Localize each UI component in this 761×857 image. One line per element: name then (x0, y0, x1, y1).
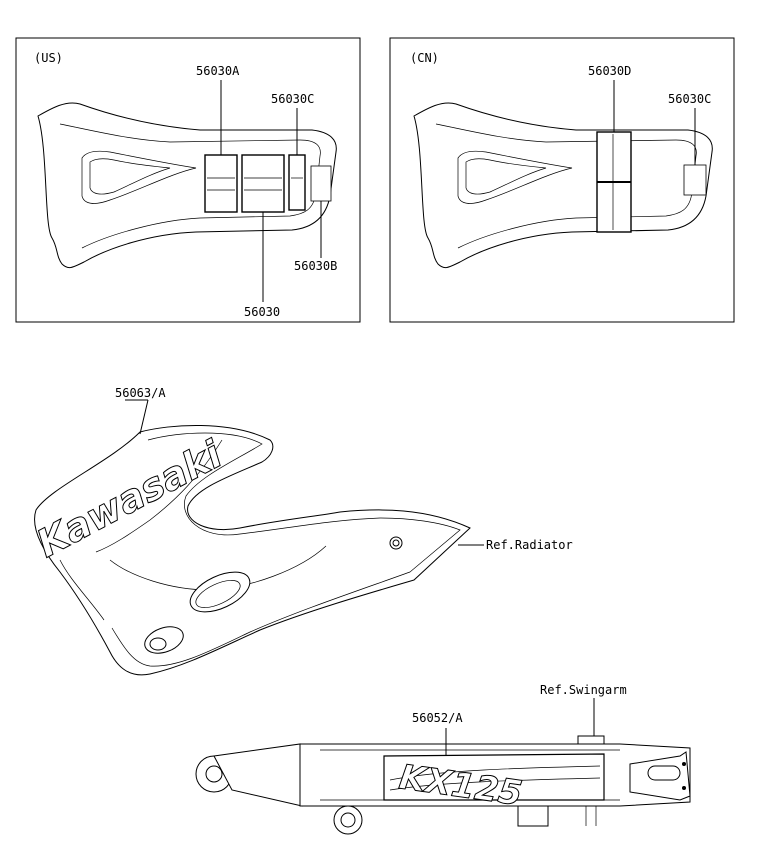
axle-slot (647, 765, 681, 781)
label-56030A: 56030A (196, 64, 240, 78)
label-56030B: 56030B (294, 259, 337, 273)
decal-56030B (310, 165, 332, 202)
swingarm-decal (383, 753, 605, 801)
seat-cn (413, 102, 713, 269)
label-56030: 56030 (244, 305, 280, 319)
label-ref-swingarm: Ref.Swingarm (540, 683, 627, 697)
us-panel: (US) 56030A 56030C 56030B 56030 (15, 37, 361, 323)
label-56063A: 56063/A (115, 386, 166, 400)
decal-56030C-cn (683, 164, 707, 196)
label-56030C-cn: 56030C (668, 92, 711, 106)
cn-panel-tag: (CN) (410, 51, 439, 65)
label-ref-radiator: Ref.Radiator (486, 538, 573, 552)
decal-56030A (204, 154, 238, 213)
swingarm: KX125 (195, 735, 691, 835)
cn-panel: (CN) 56030D 56030C (389, 37, 735, 323)
label-56052A: 56052/A (412, 711, 463, 725)
seat-us (37, 102, 337, 269)
decal-56030 (241, 154, 285, 213)
us-panel-tag: (US) (34, 51, 63, 65)
radiator-shroud: Kawasaki (29, 425, 471, 676)
shroud-cutout (189, 571, 251, 613)
label-56030C-us: 56030C (271, 92, 314, 106)
decal-56030C-us (288, 154, 306, 211)
leader-56063A-diag (139, 399, 149, 435)
label-56030D: 56030D (588, 64, 631, 78)
swingarm-top-bracket (577, 735, 605, 745)
